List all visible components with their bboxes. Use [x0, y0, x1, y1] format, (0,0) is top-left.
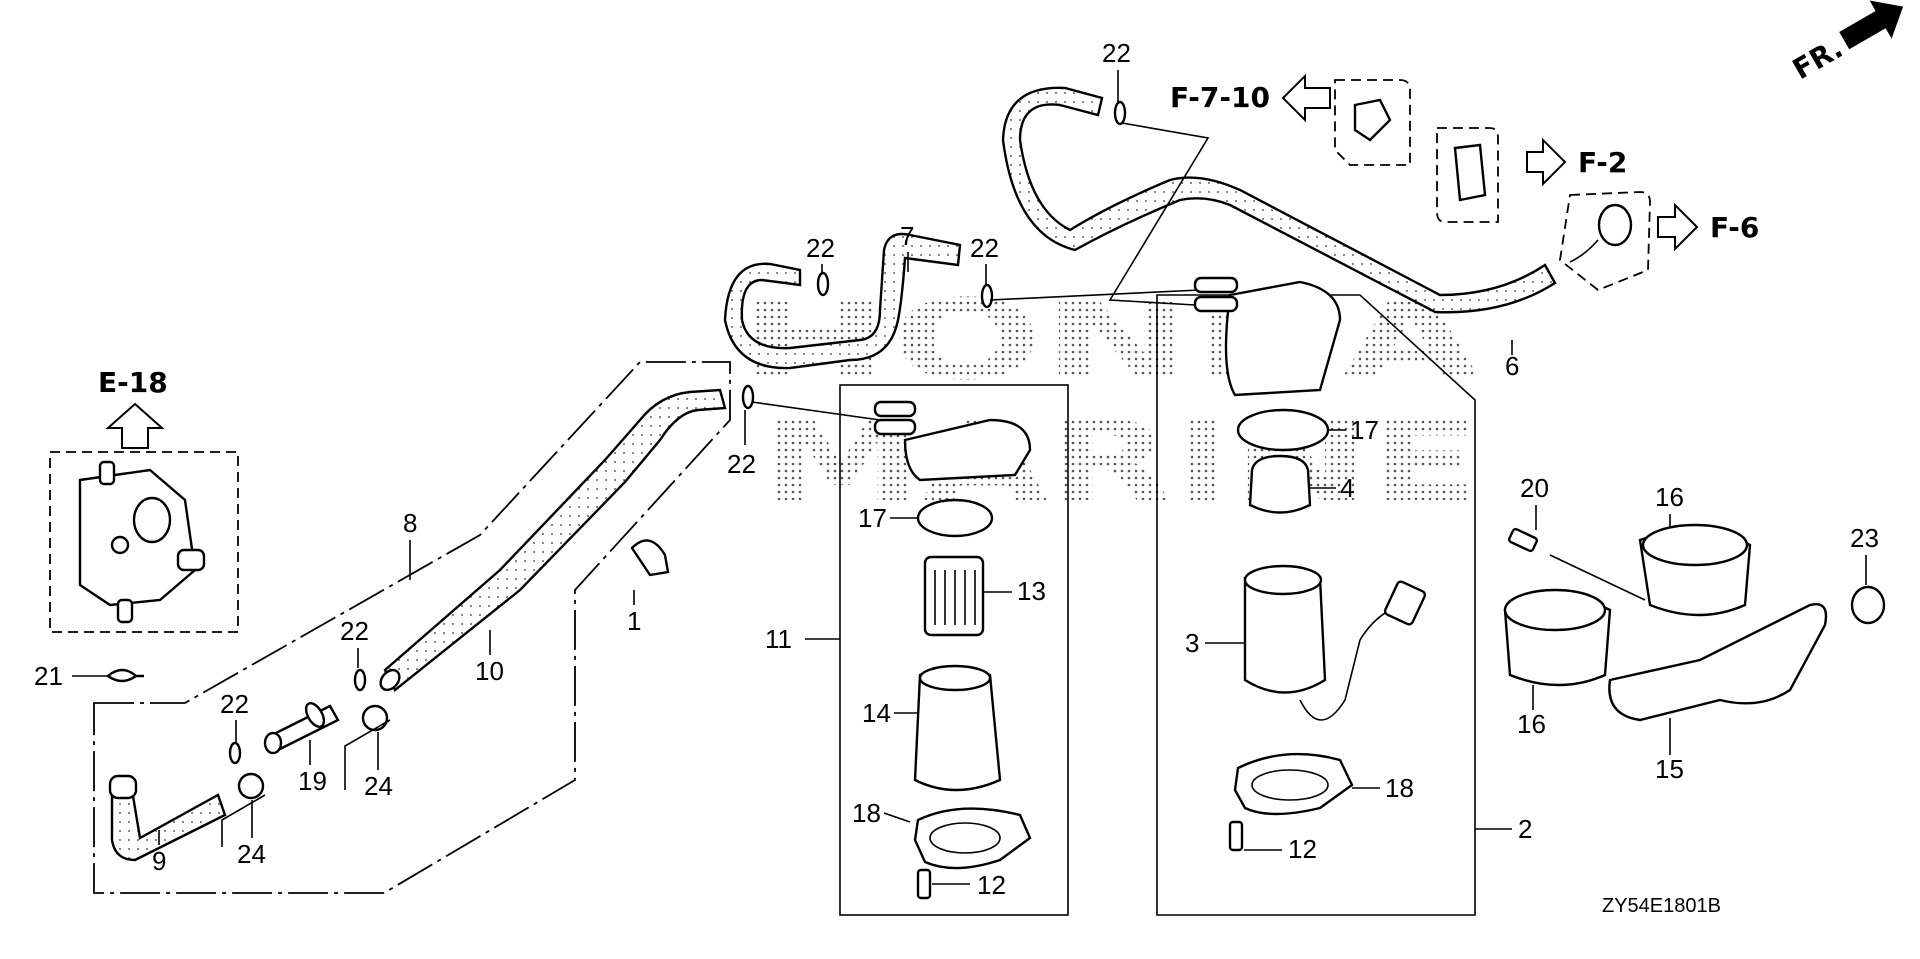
filter-cap-icon [873, 400, 1032, 482]
ref-f710-label[interactable]: F-7-10 [1170, 81, 1270, 114]
filter-assembly-11-box [839, 384, 1069, 916]
eyelet-icon [1597, 203, 1633, 247]
hose-clip-icon [1453, 143, 1487, 202]
grommet-23-icon [1850, 585, 1886, 625]
svg-text:18: 18 [852, 798, 881, 828]
eyelet-f6-dashed-box [1559, 191, 1651, 292]
svg-text:13: 13 [1017, 576, 1046, 606]
clip-22-icon [353, 668, 367, 692]
svg-text:10: 10 [475, 656, 504, 686]
bracket-15-icon [1608, 603, 1828, 722]
svg-text:22: 22 [340, 616, 369, 646]
fuel-pump-dashed-box [49, 451, 239, 633]
svg-text:15: 15 [1655, 754, 1684, 784]
svg-text:4: 4 [1340, 473, 1354, 503]
watermark: HONDA MARINE [740, 276, 1480, 526]
float-4-icon [1248, 454, 1312, 514]
bolt-12-icon [1228, 820, 1244, 852]
svg-text:22: 22 [806, 233, 835, 263]
clip-22-icon [228, 741, 242, 765]
strainer-cap-icon [1193, 276, 1342, 397]
svg-text:17: 17 [858, 503, 887, 533]
svg-text:24: 24 [237, 839, 266, 869]
clip-22-icon [1113, 100, 1127, 126]
svg-text:22: 22 [727, 449, 756, 479]
check-valve-icon [263, 702, 340, 755]
ref-f2-label[interactable]: F-2 [1578, 146, 1627, 179]
ref-f6-label[interactable]: F-6 [1710, 211, 1759, 244]
svg-text:1: 1 [627, 606, 641, 636]
arrow-right-icon [1657, 202, 1699, 252]
drawing-code: ZY54E1801B [1602, 895, 1721, 917]
clip-f710-dashed-box [1334, 79, 1411, 166]
ref-e18-label[interactable]: E-18 [98, 366, 168, 399]
callout-labels: 22 22 7 22 22 6 8 1 10 22 22 19 24 24 9 … [152, 38, 1879, 900]
arrow-up-icon [105, 402, 165, 449]
clip-icon [106, 668, 144, 683]
svg-text:11: 11 [765, 624, 792, 654]
svg-text:19: 19 [298, 766, 327, 796]
svg-text:6: 6 [1505, 351, 1519, 381]
svg-text:23: 23 [1850, 523, 1879, 553]
clip-22-icon [741, 384, 755, 410]
front-arrow-icon [1839, 0, 1904, 50]
svg-text:12: 12 [1288, 834, 1317, 864]
svg-text:18: 18 [1385, 773, 1414, 803]
svg-text:12: 12 [977, 870, 1006, 900]
o-ring-17-icon [1236, 408, 1330, 452]
hose-7-icon [723, 232, 962, 370]
hose-10-icon [383, 388, 727, 692]
gasket-18-icon [1233, 752, 1354, 816]
arrow-left-icon [1281, 73, 1331, 123]
fuel-pump-icon [78, 460, 206, 624]
holder-16-icon [1638, 523, 1752, 617]
clip-22-icon [816, 271, 830, 297]
bolt-20-icon [1508, 527, 1538, 553]
front-direction-marker: FR. [1787, 0, 1904, 87]
svg-text:8: 8 [403, 508, 417, 538]
clip-f2-dashed-box [1436, 127, 1499, 223]
hose-clip-icon [1353, 98, 1392, 142]
gasket-18-icon [913, 807, 1032, 870]
svg-text:16: 16 [1517, 709, 1546, 739]
svg-text:17: 17 [1350, 415, 1379, 445]
clamp-24b-icon [361, 704, 389, 732]
arrow-right-icon [1526, 137, 1567, 187]
svg-text:16: 16 [1655, 482, 1684, 512]
hose-assembly-enclosure [93, 361, 731, 894]
svg-text:20: 20 [1520, 473, 1549, 503]
clip-1-icon [630, 539, 670, 577]
svg-text:9: 9 [152, 846, 166, 876]
svg-text:22: 22 [970, 233, 999, 263]
o-ring-17-icon [916, 498, 994, 538]
svg-text:24: 24 [364, 771, 393, 801]
svg-text:14: 14 [862, 698, 891, 728]
holder-16-icon [1503, 588, 1612, 687]
direction-label: FR. [1787, 32, 1848, 87]
clip-22-icon [980, 283, 994, 309]
fuel-pump-reference-group: E-18 [49, 366, 239, 633]
filter-element-13-icon [923, 555, 985, 637]
svg-text:3: 3 [1185, 628, 1199, 658]
callout-21: 21 [34, 661, 144, 691]
svg-text:7: 7 [900, 221, 914, 251]
clamp-24a-icon [237, 772, 265, 800]
svg-text:22: 22 [220, 689, 249, 719]
hose-9-icon [110, 788, 227, 862]
svg-text:2: 2 [1518, 814, 1532, 844]
bolt-12-icon [916, 868, 932, 900]
svg-text:22: 22 [1102, 38, 1131, 68]
hose-6-icon [1001, 86, 1557, 314]
svg-text:21: 21 [34, 661, 63, 691]
